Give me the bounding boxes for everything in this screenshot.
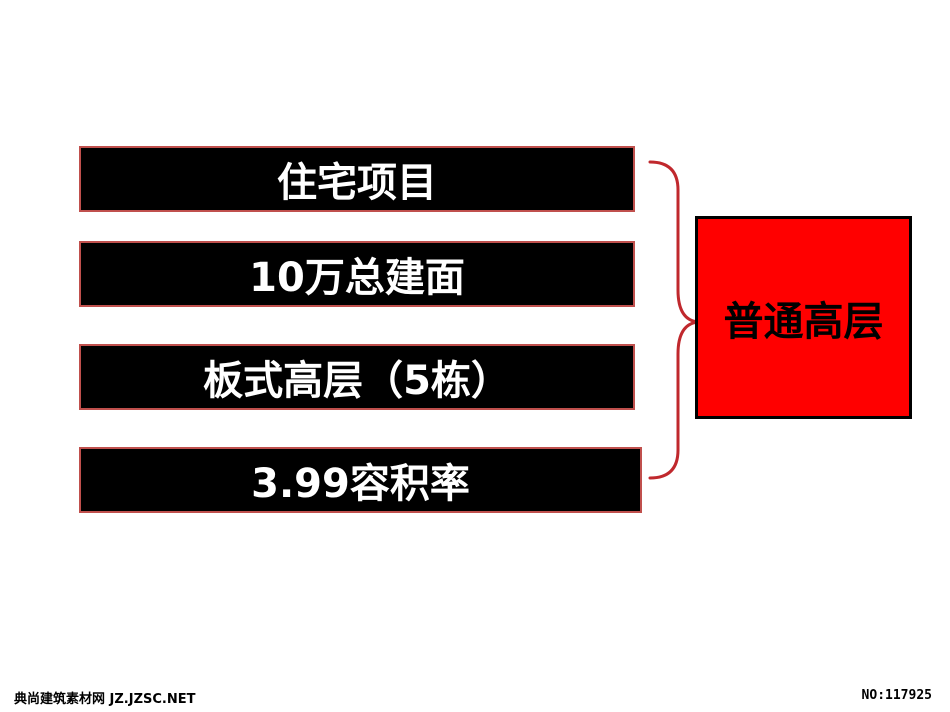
item-box-residential-project: 住宅项目 bbox=[79, 146, 635, 212]
footer-number: NO:117925 bbox=[861, 688, 932, 703]
item-label: 住宅项目 bbox=[277, 160, 437, 206]
item-label: 板式高层（5栋） bbox=[203, 358, 511, 404]
result-label: 普通高层 bbox=[723, 298, 884, 345]
brace-path bbox=[648, 160, 699, 480]
item-box-total-floor-area: 10万总建面 bbox=[79, 241, 635, 307]
item-label: 10万总建面 bbox=[249, 255, 465, 301]
item-label: 3.99容积率 bbox=[251, 461, 470, 507]
result-box-ordinary-highrise: 普通高层 bbox=[695, 216, 912, 419]
item-box-plot-ratio: 3.99容积率 bbox=[79, 447, 642, 513]
curly-brace bbox=[648, 160, 699, 480]
footer-watermark: 典尚建筑素材网 JZ.JZSC.NET bbox=[14, 692, 196, 707]
item-box-slab-highrise: 板式高层（5栋） bbox=[79, 344, 635, 410]
